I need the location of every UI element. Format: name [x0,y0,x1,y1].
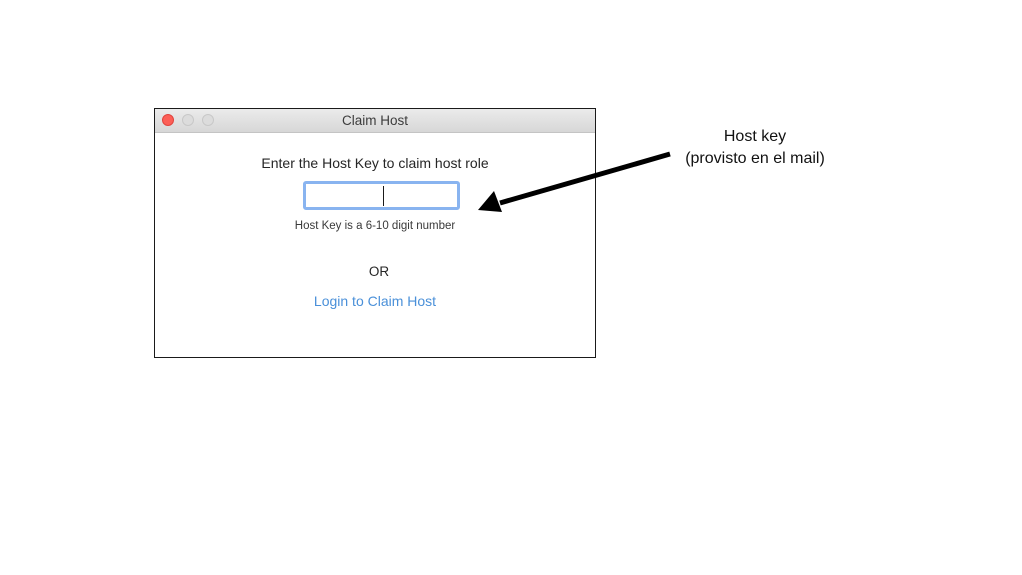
annotation-line-1: Host key [723,128,787,145]
host-key-input[interactable] [303,181,460,210]
annotation-label: Host key (provisto en el mail) [660,126,850,170]
host-key-hint: Host Key is a 6-10 digit number [294,220,456,232]
window-title: Claim Host [341,113,408,128]
close-window-icon[interactable] [162,114,174,126]
text-cursor [383,186,384,206]
or-separator: OR [368,264,390,279]
annotation-line-2: (provisto en el mail) [685,150,825,167]
maximize-window-icon[interactable] [202,114,214,126]
minimize-window-icon[interactable] [182,114,194,126]
title-bar[interactable]: Claim Host [155,109,595,133]
claim-host-window: Claim Host Enter the Host Key to claim h… [154,108,596,358]
login-to-claim-host-link[interactable]: Login to Claim Host [313,293,437,309]
host-key-prompt: Enter the Host Key to claim host role [261,155,489,171]
